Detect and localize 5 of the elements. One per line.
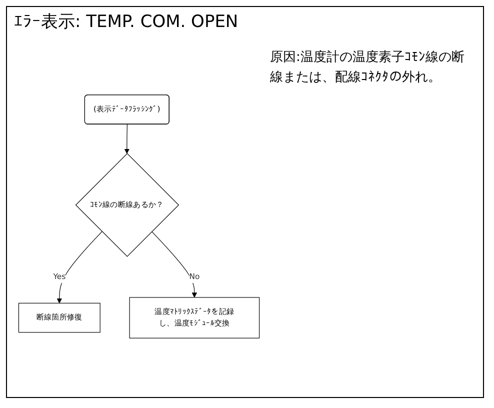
arrow <box>56 231 102 304</box>
arrow <box>124 124 130 154</box>
note-text: 原因:温度計の温度素子ｺﾓﾝ線の断線または、配線ｺﾈｸﾀの外れ。 <box>270 49 465 86</box>
arrow <box>152 231 198 298</box>
diagram-title: ｴﾗｰ表示: TEMP. COM. OPEN <box>14 11 238 33</box>
